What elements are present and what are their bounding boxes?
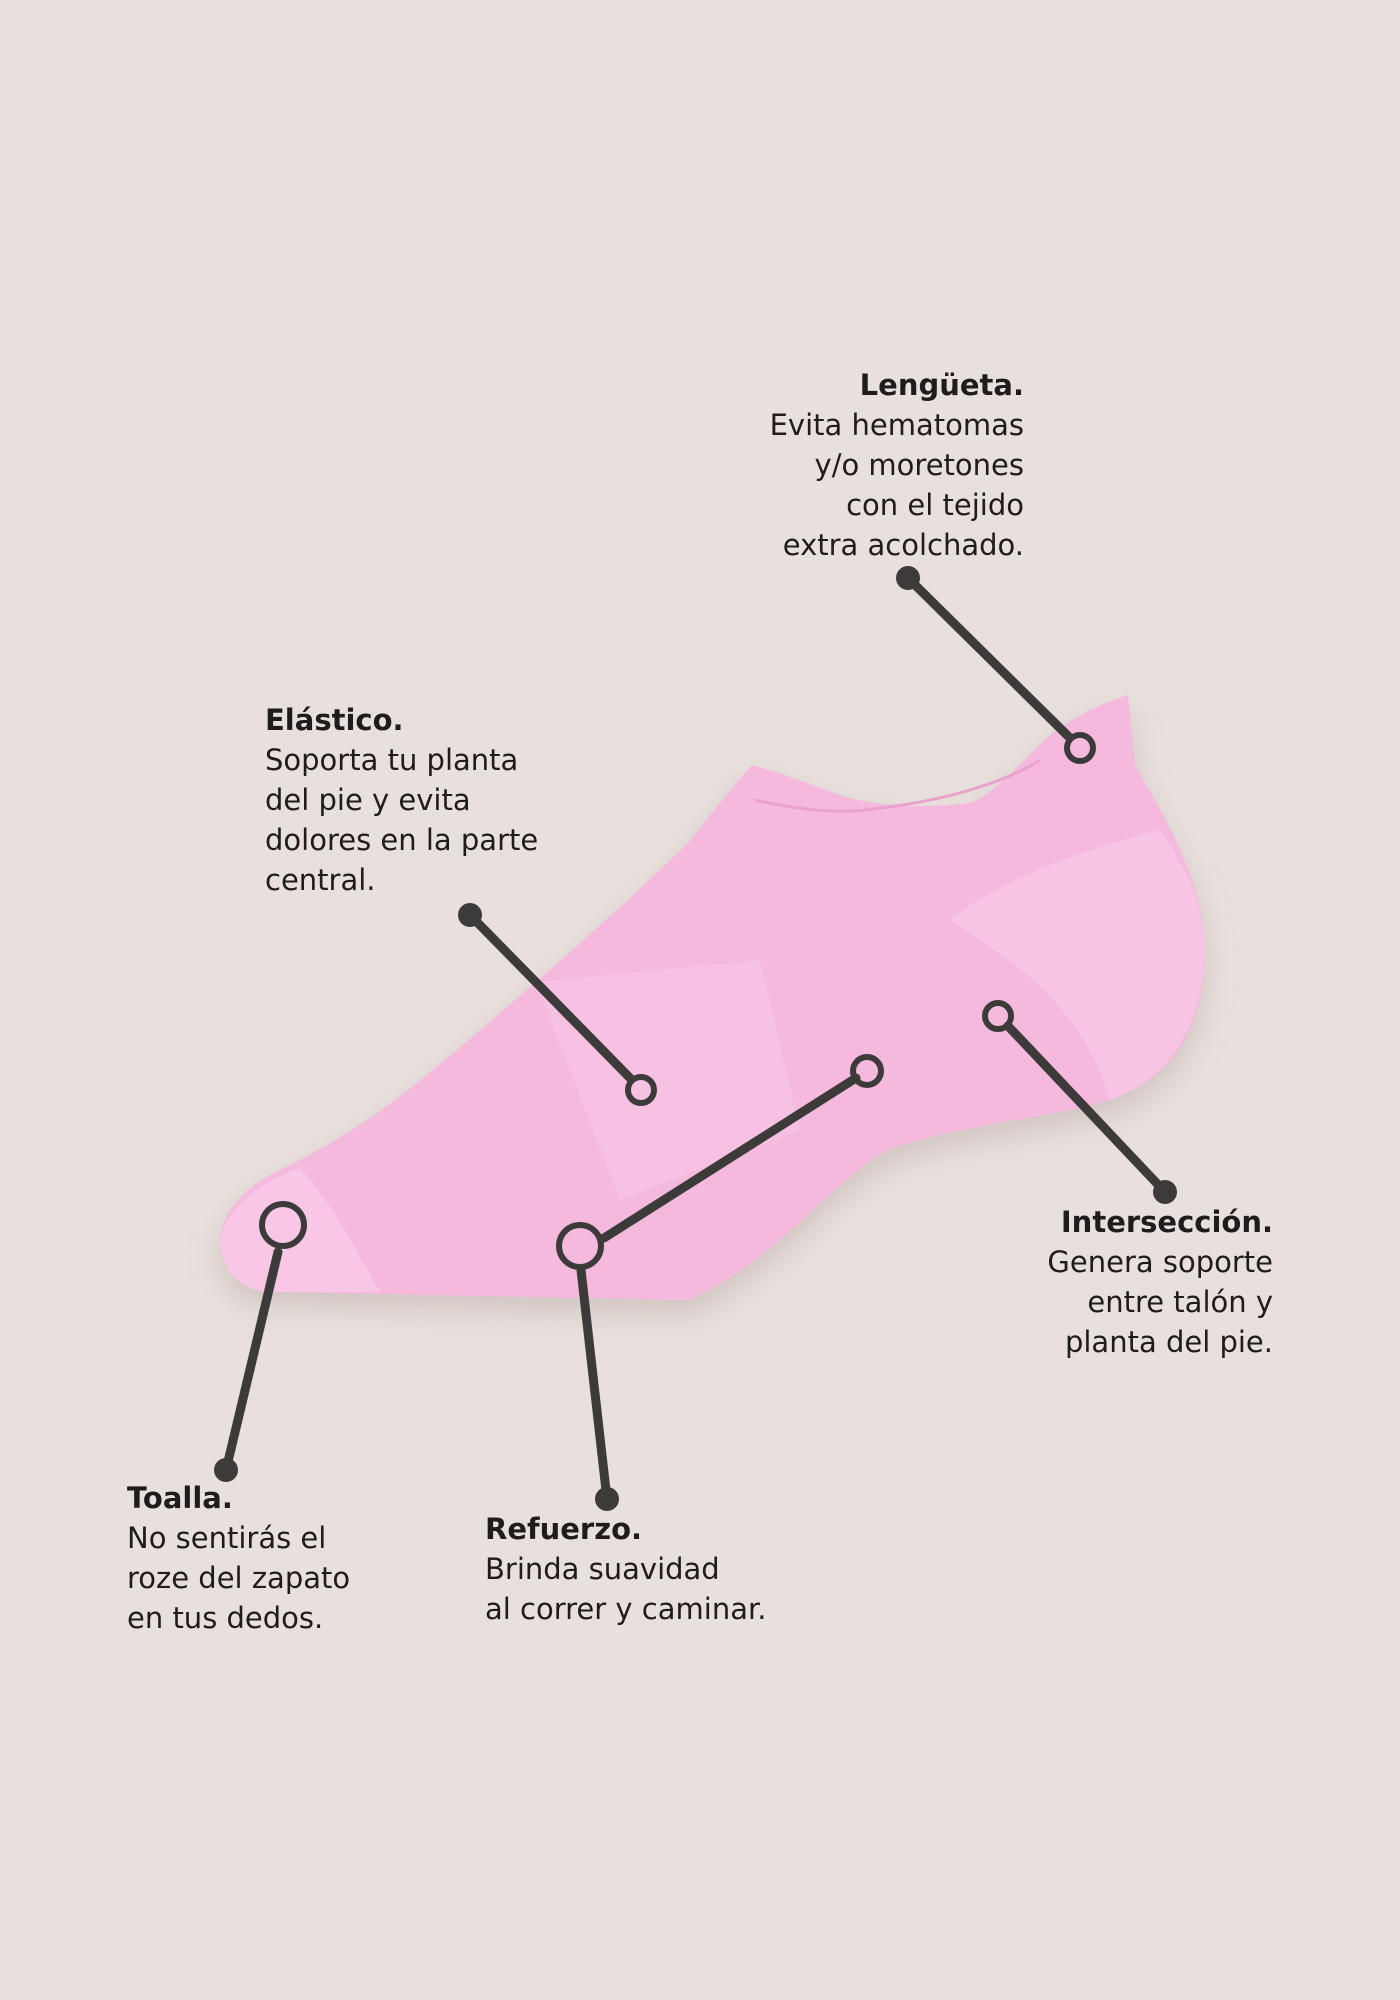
feature-text: al correr y caminar. xyxy=(485,1592,767,1626)
callout-rings xyxy=(259,732,1096,1270)
feature-title: Elástico. xyxy=(265,703,404,737)
callout-dots xyxy=(214,566,1177,1511)
feature-text: planta del pie. xyxy=(1064,1325,1273,1359)
sock-arch-band xyxy=(536,960,800,1200)
feature-title: Toalla. xyxy=(127,1481,233,1515)
feature-text: y/o moretones xyxy=(814,448,1024,482)
feature-lengueta: Lengüeta. Evita hematomas y/o moretones … xyxy=(770,365,1024,565)
sock-toe xyxy=(219,1168,380,1292)
feature-text: Soporta tu planta xyxy=(265,743,519,777)
feature-text: Genera soporte xyxy=(1047,1245,1273,1279)
feature-text: del pie y evita xyxy=(265,783,471,817)
feature-text: No sentirás el xyxy=(127,1521,327,1555)
feature-interseccion: Intersección. Genera soporte entre talón… xyxy=(1047,1202,1273,1362)
sock-body xyxy=(219,695,1205,1300)
sock-cuff xyxy=(754,758,1041,813)
feature-title: Lengüeta. xyxy=(859,368,1024,402)
callout-lines xyxy=(221,573,1170,1504)
feature-text: Brinda suavidad xyxy=(485,1552,720,1586)
feature-text: con el tejido xyxy=(846,488,1024,522)
feature-text: entre talón y xyxy=(1087,1285,1273,1319)
sock-heel xyxy=(950,830,1205,1100)
feature-text: roze del zapato xyxy=(127,1561,351,1595)
feature-title: Intersección. xyxy=(1060,1205,1273,1239)
feature-text: Evita hematomas xyxy=(769,408,1024,442)
feature-text: extra acolchado. xyxy=(782,528,1024,562)
feature-refuerzo: Refuerzo. Brinda suavidad al correr y ca… xyxy=(485,1509,766,1629)
feature-title: Refuerzo. xyxy=(485,1512,643,1546)
feature-elastico: Elástico. Soporta tu planta del pie y ev… xyxy=(265,700,538,900)
feature-text: central. xyxy=(265,863,376,897)
feature-text: dolores en la parte xyxy=(265,823,539,857)
feature-text: en tus dedos. xyxy=(127,1601,324,1635)
feature-toalla: Toalla. No sentirás el roze del zapato e… xyxy=(127,1478,350,1638)
